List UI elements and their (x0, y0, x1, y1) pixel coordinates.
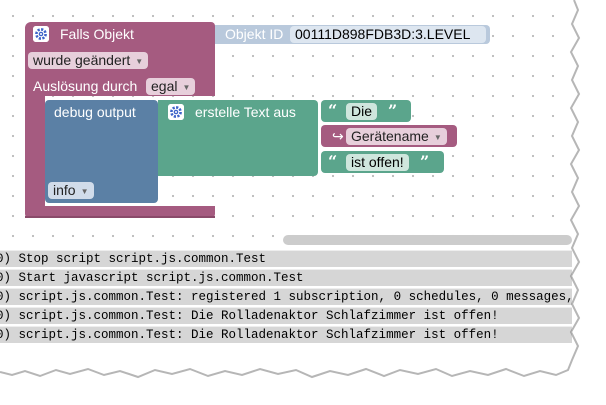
log-text: 0) script.js.common.Test: Die Rolladenak… (0, 309, 499, 323)
log-panel: 0) Stop script script.js.common.Test 0) … (0, 245, 572, 405)
variable-dropdown[interactable]: Gerätename ▼ (346, 128, 447, 145)
chevron-down-icon: ▼ (433, 133, 442, 142)
open-quote-icon: “ (328, 101, 338, 120)
trigger-block-arm (25, 95, 45, 207)
return-arrow-icon: ↪ (332, 128, 344, 144)
text-field-3[interactable]: ist offen! (346, 154, 409, 171)
log-text: 0) Start javascript script.js.common.Tes… (0, 271, 304, 285)
log-row: 0) script.js.common.Test: registered 1 s… (0, 288, 572, 305)
trigger-block-shadow (25, 216, 215, 218)
debug-label: debug output (54, 104, 136, 120)
object-id-field[interactable]: 00111D898FDB3D:3.LEVEL (290, 26, 486, 43)
close-quote-icon: ” (388, 101, 398, 120)
text-join-gear-icon[interactable] (168, 104, 184, 120)
trigger-title: Falls Objekt (60, 26, 134, 42)
variable-value: Gerätename (351, 128, 429, 144)
chevron-down-icon: ▼ (135, 57, 144, 66)
trigger-mode-value: egal (151, 78, 178, 94)
trigger-gear-icon[interactable] (33, 26, 49, 42)
trigger-block-footer (25, 206, 215, 218)
log-row: 0) Stop script script.js.common.Test (0, 250, 572, 267)
chevron-down-icon: ▼ (182, 83, 191, 92)
text-join-block[interactable] (158, 100, 318, 176)
change-dropdown-value: wurde geändert (33, 52, 131, 68)
debug-level-dropdown[interactable]: info ▼ (48, 182, 94, 199)
log-text: 0) Stop script script.js.common.Test (0, 252, 267, 266)
open-quote-icon: “ (328, 152, 338, 171)
horizontal-scrollbar[interactable] (283, 235, 572, 245)
log-text: 0) script.js.common.Test: registered 1 s… (0, 290, 572, 304)
chevron-down-icon: ▼ (80, 187, 89, 196)
close-quote-icon: ” (420, 152, 430, 171)
text-field-1[interactable]: Die (346, 103, 378, 120)
trigger-mode-dropdown[interactable]: egal ▼ (146, 78, 196, 95)
trigger-mode-label: Auslösung durch (33, 78, 138, 94)
log-row: 0) script.js.common.Test: Die Rolladenak… (0, 307, 572, 324)
log-text: 0) script.js.common.Test: Die Rolladenak… (0, 328, 499, 342)
log-row: 0) script.js.common.Test: Die Rolladenak… (0, 326, 572, 343)
change-dropdown[interactable]: wurde geändert ▼ (28, 52, 149, 69)
object-id-label: Objekt ID (225, 26, 284, 42)
debug-level-value: info (53, 182, 76, 198)
blockly-workspace[interactable]: Objekt ID 00111D898FDB3D:3.LEVEL Falls O… (0, 0, 572, 245)
log-row: 0) Start javascript script.js.common.Tes… (0, 269, 572, 286)
text-join-label: erstelle Text aus (195, 104, 296, 120)
